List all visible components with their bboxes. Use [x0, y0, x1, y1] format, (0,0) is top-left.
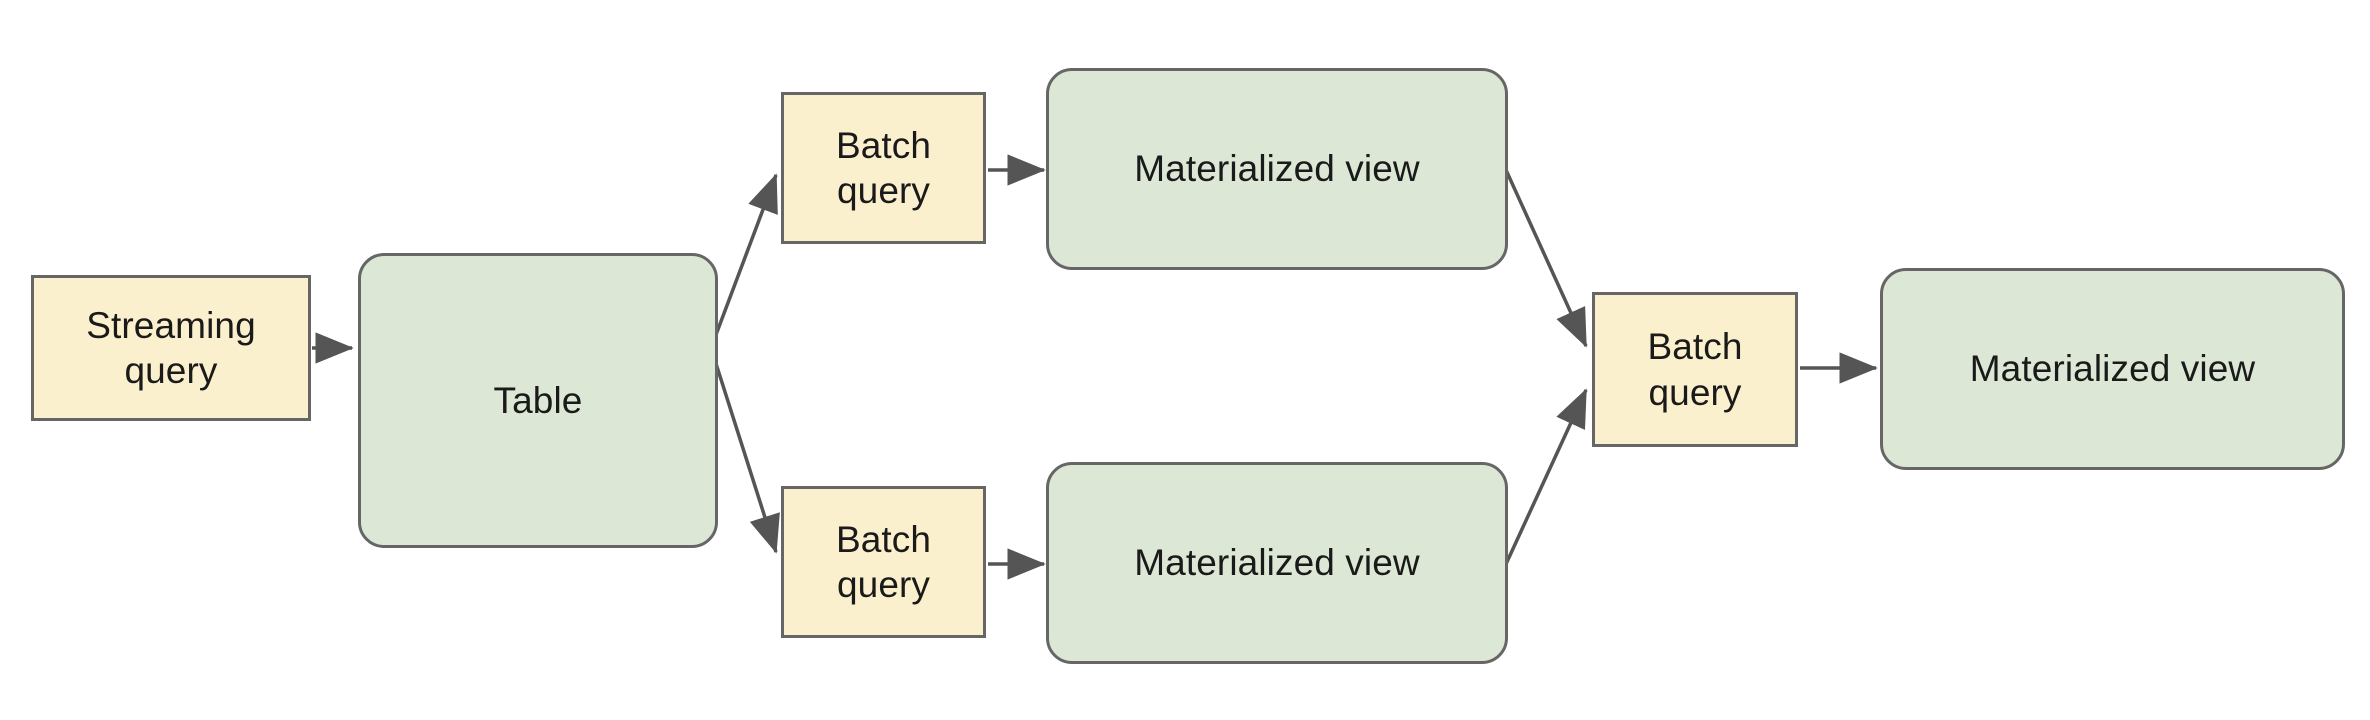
node-batch-query-bottom-label: Batch query	[835, 518, 932, 605]
node-batch-query-final[interactable]: Batch query	[1592, 292, 1798, 447]
node-materialized-view-bottom[interactable]: Materialized view	[1046, 462, 1508, 664]
edge-table-to-batch-top	[709, 173, 778, 349]
node-materialized-view-bottom-label: Materialized view	[1134, 542, 1420, 584]
node-batch-query-top[interactable]: Batch query	[781, 92, 986, 244]
node-materialized-view-top-label: Materialized view	[1134, 148, 1420, 190]
node-table-label: Table	[493, 379, 583, 421]
node-streaming-query-label: Streaming query	[86, 304, 256, 391]
node-materialized-view-final[interactable]: Materialized view	[1880, 268, 2345, 470]
node-materialized-view-top[interactable]: Materialized view	[1046, 68, 1508, 270]
node-batch-query-final-label: Batch query	[1647, 326, 1743, 413]
node-materialized-view-final-label: Materialized view	[1969, 348, 2256, 390]
node-batch-query-top-label: Batch query	[835, 124, 932, 211]
node-batch-query-bottom[interactable]: Batch query	[781, 486, 986, 638]
node-table[interactable]: Table	[358, 253, 718, 548]
node-streaming-query[interactable]: Streaming query	[31, 275, 311, 421]
edge-table-to-batch-bottom	[709, 347, 780, 554]
edge-mv-bottom-to-batch-final	[1504, 388, 1588, 565]
edge-mv-top-to-batch-final	[1504, 169, 1588, 348]
